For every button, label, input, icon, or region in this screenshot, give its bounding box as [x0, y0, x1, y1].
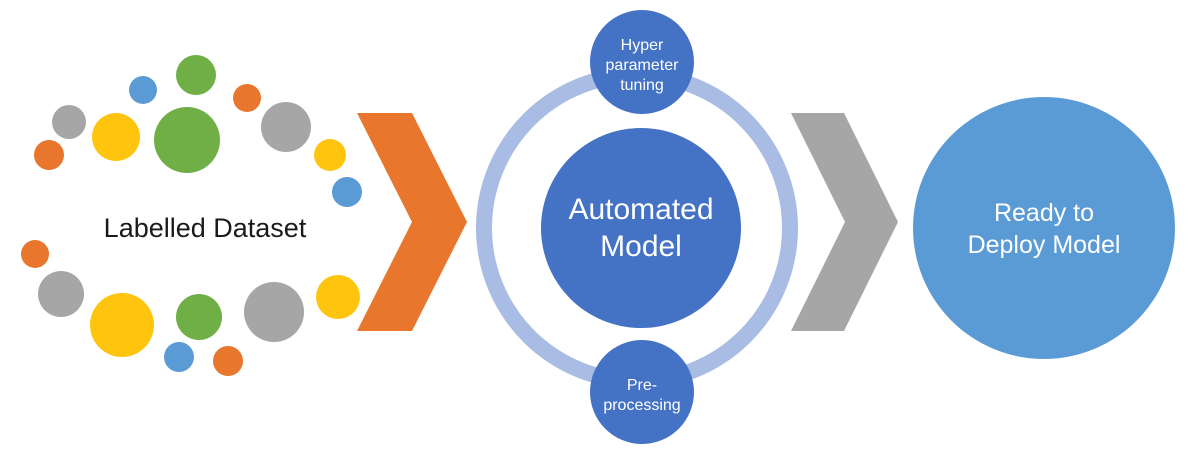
automated-model-label-line2: Model: [600, 230, 682, 263]
automated-model-circle[interactable]: [541, 128, 741, 328]
dataset-dot-cluster: [21, 55, 362, 376]
hyperparameter-tuning-circle[interactable]: [590, 10, 694, 114]
stage-automated-model[interactable]: Automated Model Hyper parameter tuning P…: [476, 10, 798, 444]
dataset-dot: [92, 113, 140, 161]
hyperparameter-tuning-label-line2: parameter: [606, 57, 680, 74]
automated-model-label-line1: Automated: [568, 193, 713, 226]
satellite-hyperparameter-tuning[interactable]: Hyper parameter tuning: [590, 10, 694, 114]
dataset-dot: [21, 240, 49, 268]
satellite-pre-processing[interactable]: Pre- processing: [590, 340, 694, 444]
pre-processing-circle[interactable]: [590, 340, 694, 444]
dataset-dot: [90, 293, 154, 357]
dataset-dot: [34, 140, 64, 170]
ready-to-deploy-model-label-line2: Deploy Model: [968, 231, 1121, 259]
dataset-dot: [332, 177, 362, 207]
dataset-dot: [261, 102, 311, 152]
dataset-dot: [244, 282, 304, 342]
chevron-right-gray-icon: [791, 113, 898, 331]
ready-to-deploy-model-label-line1: Ready to: [994, 199, 1094, 227]
dataset-dot: [316, 275, 360, 319]
dataset-dot: [213, 346, 243, 376]
hyperparameter-tuning-label-line3: tuning: [620, 77, 664, 94]
dataset-dot: [176, 294, 222, 340]
pre-processing-label-line1: Pre-: [627, 377, 657, 394]
dataset-dot: [38, 271, 84, 317]
dataset-dot: [154, 107, 220, 173]
stage-ready-to-deploy-model[interactable]: Ready to Deploy Model: [913, 97, 1175, 359]
dataset-dot: [233, 84, 261, 112]
dataset-dot: [52, 105, 86, 139]
stage-labelled-dataset[interactable]: Labelled Dataset: [21, 55, 362, 376]
dataset-dot: [176, 55, 216, 95]
pre-processing-label-line2: processing: [603, 397, 680, 414]
ready-to-deploy-model-circle[interactable]: [913, 97, 1175, 359]
dataset-dot: [129, 76, 157, 104]
hyperparameter-tuning-label-line1: Hyper: [621, 37, 664, 54]
chevron-right-orange-icon: [357, 113, 467, 331]
labelled-dataset-label: Labelled Dataset: [104, 213, 307, 243]
dataset-dot: [314, 139, 346, 171]
dataset-dot: [164, 342, 194, 372]
